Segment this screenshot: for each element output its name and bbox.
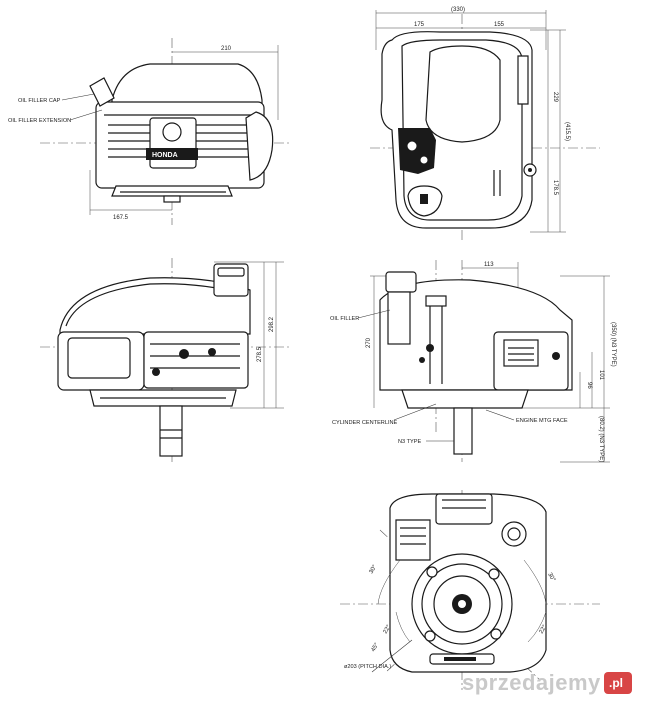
- label-n3-type: N3 TYPE: [398, 439, 421, 445]
- angle-22-left: 22°: [383, 624, 393, 635]
- watermark-text: sprzedajemy: [462, 670, 601, 695]
- top-view: (330) 175 155 229 (415.5) 178.5: [370, 7, 600, 240]
- angle-30-left: 30°: [369, 564, 379, 575]
- label-oil-filler: OIL FILLER: [330, 316, 359, 322]
- dim-section-350: (350) (N3 TYPE): [610, 322, 616, 367]
- label-engine-mtg-face: ENGINE MTG FACE: [516, 418, 568, 424]
- front-view: 210 167.5 HONDA OIL FILLER CAP OIL FILLE…: [8, 38, 290, 225]
- dim-section-96: 96: [586, 382, 592, 389]
- watermark: sprzedajemy .pl: [462, 670, 632, 695]
- dim-front-210: 210: [221, 46, 232, 52]
- dim-section-270: 270: [366, 337, 372, 348]
- dim-section-80-2: (80.2) (N3 TYPE): [598, 416, 604, 462]
- label-oil-filler-cap: OIL FILLER CAP: [18, 98, 61, 104]
- label-oil-filler-extension: OIL FILLER EXTENSION: [8, 118, 71, 124]
- dim-front-167-5: 167.5: [113, 215, 129, 221]
- dim-side-278-5: 278.5: [257, 346, 263, 362]
- label-cylinder-centerline: CYLINDER CENTERLINE: [332, 420, 398, 426]
- honda-logo-text: HONDA: [152, 152, 178, 159]
- label-pitch-dia: ø203 (PITCH DIA.): [344, 664, 391, 670]
- watermark-badge: [604, 672, 632, 694]
- side-view: 278.5 298.2: [40, 258, 290, 462]
- dim-top-415-5: (415.5): [564, 122, 570, 141]
- dim-section-101: 101: [598, 370, 604, 381]
- bottom-view: 30° 30° 22° 22° 45° ø203 (PITCH DIA.): [340, 490, 600, 690]
- dim-top-155: 155: [494, 22, 505, 28]
- dim-side-298-2: 298.2: [269, 316, 275, 332]
- section-view: 113 270 (350) (N3 TYPE) 101 96 (80.2) (N…: [330, 260, 616, 463]
- dim-top-229: 229: [552, 92, 558, 103]
- dim-section-113: 113: [484, 262, 494, 268]
- angle-45: 45°: [371, 642, 381, 653]
- angle-22-right: 22°: [539, 624, 549, 635]
- dim-top-178-5: 178.5: [552, 180, 558, 196]
- watermark-suffix: .pl: [609, 676, 623, 690]
- dim-top-330: (330): [451, 7, 465, 13]
- angle-30-right: 30°: [546, 572, 556, 583]
- dim-top-175: 175: [414, 22, 425, 28]
